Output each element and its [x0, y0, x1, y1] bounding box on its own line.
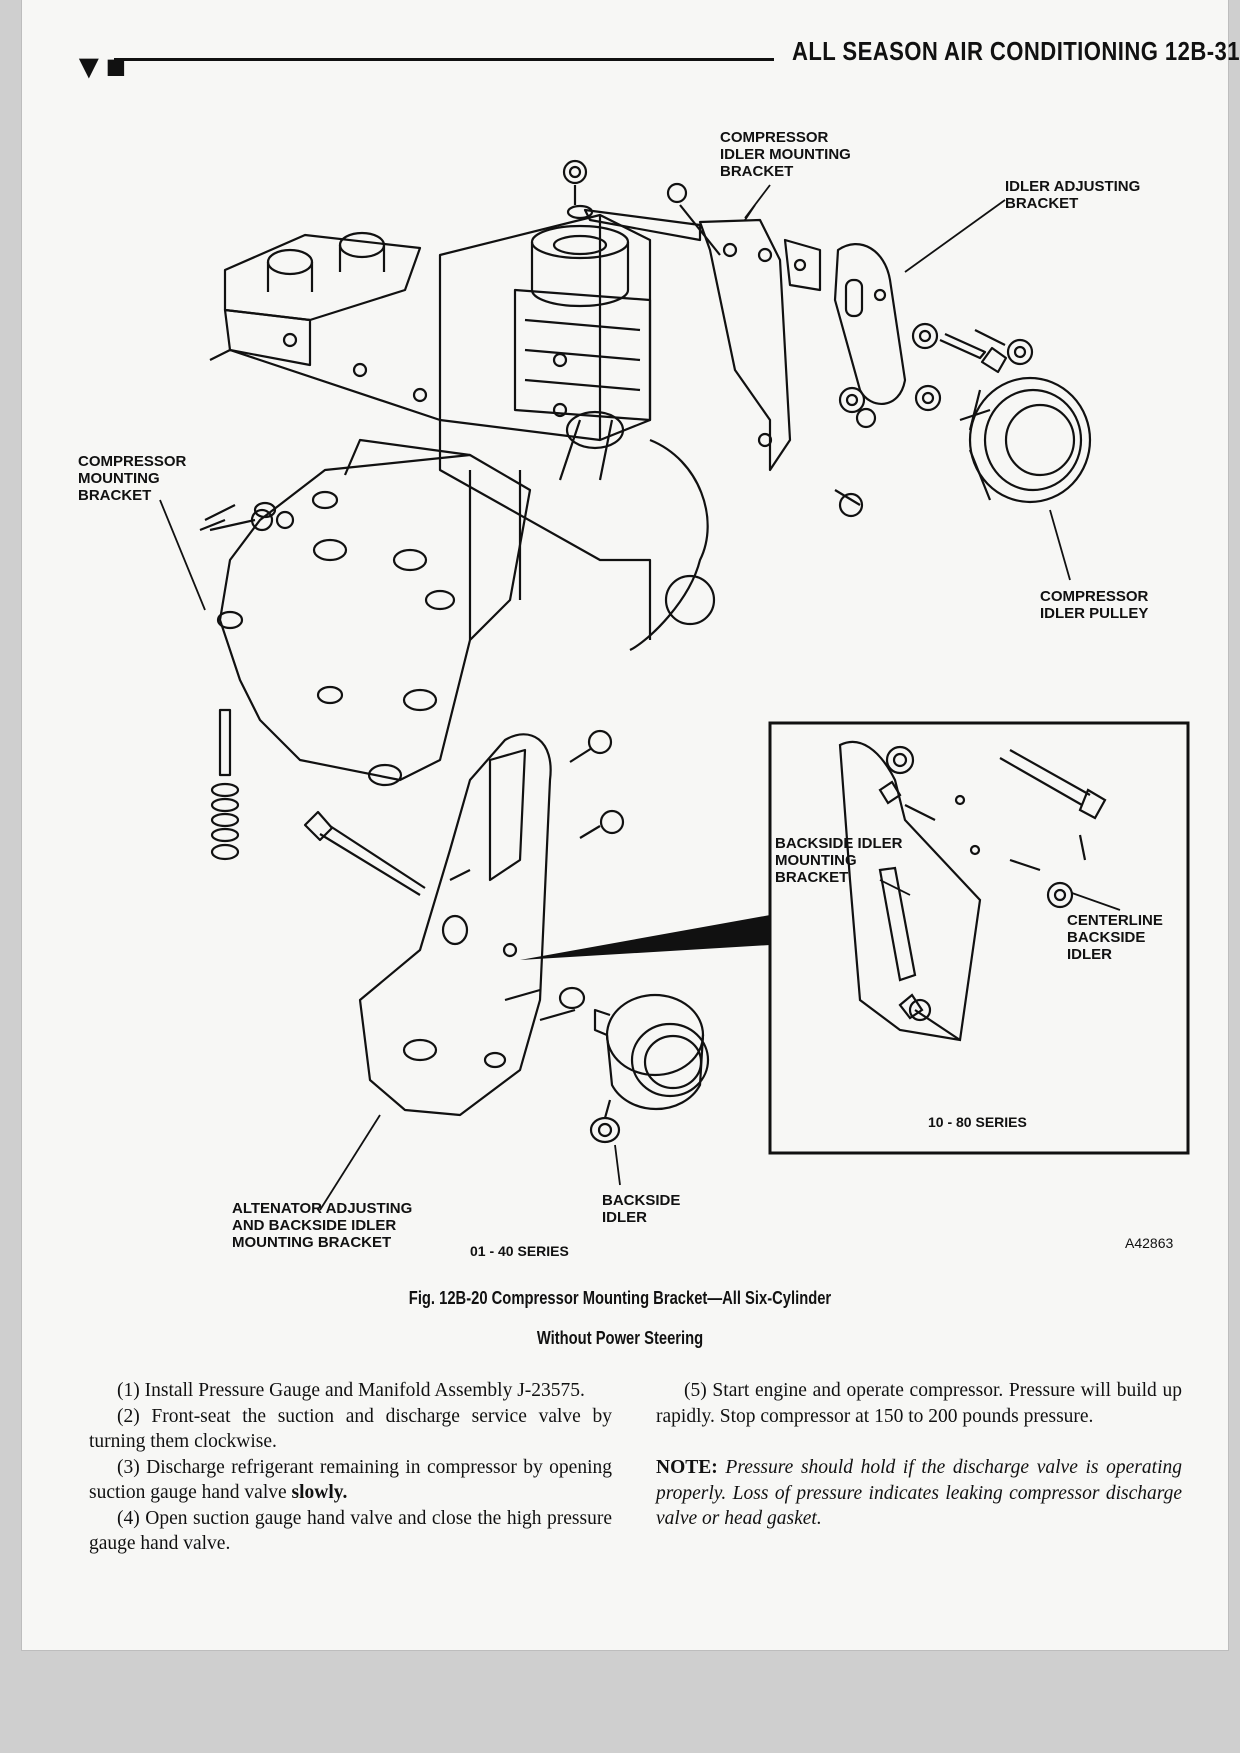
compressor: [513, 224, 652, 422]
idler-bolts: [834, 322, 1034, 518]
step-3-emphasis: slowly.: [291, 1482, 348, 1503]
step-1: (1) Install Pressure Gauge and Manifold …: [117, 1380, 585, 1401]
page-title: ALL SEASON AIR CONDITIONING 12B-31: [792, 36, 1240, 66]
label-alternator-adjusting-bracket: ALTENATOR ADJUSTING AND BACKSIDE IDLER M…: [232, 1200, 413, 1251]
step-3: (3) Discharge refrigerant remaining in c…: [89, 1456, 612, 1504]
label-centerline-backside-idler: CENTERLINE BACKSIDE IDLER: [1067, 912, 1163, 963]
backside-idler-pulley: [539, 986, 710, 1144]
section-mark-icon: ▼■: [72, 48, 127, 86]
idler-adjusting-bracket: [833, 243, 907, 405]
compressor-idler-pulley: [968, 376, 1092, 504]
note-text: Pressure should hold if the discharge va…: [656, 1457, 1182, 1529]
label-idler-adjusting-bracket: IDLER ADJUSTING BRACKET: [1005, 178, 1141, 212]
step-5: (5) Start engine and operate compressor.…: [656, 1380, 1182, 1427]
label-backside-idler-mounting-bracket: BACKSIDE IDLER MOUNTING BRACKET: [775, 835, 903, 886]
idler-mounting-bracket-top: [562, 159, 822, 472]
header-rule: [114, 58, 774, 61]
label-series-01-40: 01 - 40 SERIES: [470, 1243, 569, 1259]
inset-pointer: [520, 915, 770, 960]
label-compressor-idler-pulley: COMPRESSOR IDLER PULLEY: [1040, 588, 1149, 622]
page-header: ▼■ ALL SEASON AIR CONDITIONING 12B-31: [52, 28, 1239, 86]
note: NOTE: Pressure should hold if the discha…: [656, 1455, 1182, 1532]
alternator-adjusting-bracket: [358, 733, 552, 1117]
stud-washers: [210, 708, 240, 861]
label-compressor-mounting-bracket: COMPRESSOR MOUNTING BRACKET: [78, 453, 187, 504]
label-figure-code: A42863: [1125, 1235, 1174, 1251]
body-column-right: (5) Start engine and operate compressor.…: [656, 1378, 1182, 1532]
compressor-mounting-bracket: [199, 438, 532, 787]
label-compressor-idler-mounting-bracket: COMPRESSOR IDLER MOUNTING BRACKET: [720, 129, 851, 180]
alternator-bolts: [303, 729, 625, 896]
label-backside-idler: BACKSIDE IDLER: [602, 1192, 681, 1226]
step-2: (2) Front-seat the suction and discharge…: [89, 1405, 612, 1453]
step-4: (4) Open suction gauge hand valve and cl…: [89, 1507, 612, 1555]
figure-caption-subtitle: Without Power Steering: [536, 1328, 704, 1348]
leader-lines: [159, 184, 1121, 1211]
figure-caption: Fig. 12B-20 Compressor Mounting Bracket—…: [408, 1288, 832, 1308]
note-label: NOTE:: [656, 1457, 718, 1478]
label-series-10-80: 10 - 80 SERIES: [928, 1114, 1027, 1130]
engine-block: [209, 213, 716, 651]
body-column-left: (1) Install Pressure Gauge and Manifold …: [89, 1378, 612, 1557]
